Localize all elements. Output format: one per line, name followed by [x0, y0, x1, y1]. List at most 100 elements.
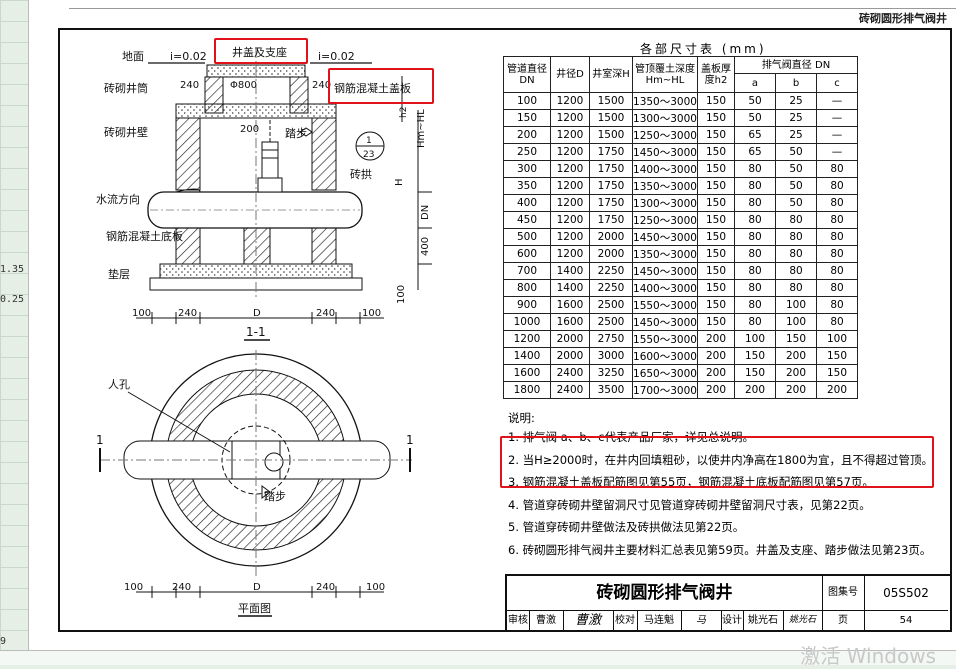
label-flow: 水流方向 [96, 192, 140, 206]
label-arch: 砖拱 [350, 167, 372, 181]
table-cell: 100 [734, 330, 776, 348]
table-cell: 200 [503, 126, 551, 144]
table-cell: 150 [697, 262, 735, 280]
label-brick-wall: 砖砌井壁 [104, 125, 148, 139]
table-cell: 200 [775, 381, 817, 399]
table-cell: 1250～3000 [632, 211, 698, 229]
plan-dim-100-right: 100 [366, 582, 385, 593]
table-cell: 1200 [550, 194, 590, 212]
table-cell: 80 [734, 211, 776, 229]
header-well-d: 井径D [550, 56, 590, 93]
drawing-frame [58, 28, 952, 632]
table-cell: 2500 [589, 296, 633, 314]
table-cell: 200 [697, 381, 735, 399]
table-cell: 25 [775, 92, 817, 110]
table-cell: 1350～3000 [632, 92, 698, 110]
table-cell: 150 [697, 143, 735, 161]
table-cell: 450 [503, 211, 551, 229]
label-400: 400 [420, 237, 431, 256]
design-label: 设计 [721, 611, 744, 630]
table-cell: 80 [734, 160, 776, 178]
table-cell: 80 [734, 177, 776, 195]
table-cell: 150 [697, 92, 735, 110]
title-block: 砖砌圆形排气阀井 图集号 05S502 审核 曹激 曹激 校对 马连魁 马 设计… [505, 574, 950, 630]
table-cell: 1400 [503, 347, 551, 365]
table-cell: 1200 [550, 177, 590, 195]
label-100: 100 [396, 285, 407, 304]
note-item: 2. 当H≥2000时，在井内回填粗砂，以使井内净高在1800为宜，且不得超过管… [508, 452, 933, 467]
table-cell: — [816, 109, 858, 127]
label-200: 200 [240, 124, 259, 135]
table-cell: 1650～3000 [632, 364, 698, 382]
label-hm: Hm~HL [416, 109, 427, 148]
table-cell: 200 [816, 381, 858, 399]
table-cell: 2750 [589, 330, 633, 348]
notes: 说明: 1. 排气阀 a、b、c代表产品厂家，详见总说明。 2. 当H≥2000… [508, 410, 933, 561]
table-cell: — [816, 126, 858, 144]
table-cell: 1450～3000 [632, 228, 698, 246]
table-cell: 1250～3000 [632, 126, 698, 144]
table-cell: 2000 [589, 228, 633, 246]
reviewer-signature: 曹激 [563, 611, 614, 630]
atlas-number: 05S502 [864, 576, 948, 611]
table-cell: 50 [775, 160, 817, 178]
label-rc-cover: 钢筋混凝土盖板 [334, 81, 411, 95]
table-cell: 100 [775, 313, 817, 331]
plan-view [99, 350, 412, 617]
label-ref-page: 23 [363, 150, 374, 160]
header-c: c [816, 73, 858, 93]
note-item: 5. 管道穿砖砌井壁做法及砖拱做法见第22页。 [508, 520, 745, 534]
table-cell: 2250 [589, 279, 633, 297]
table-cell: 150 [697, 126, 735, 144]
table-cell: 1600 [550, 313, 590, 331]
highlight-cover [214, 38, 308, 64]
dim-100-left: 100 [132, 308, 151, 319]
table-cell: 2000 [550, 347, 590, 365]
table-cell: 200 [697, 347, 735, 365]
table-cell: 1350～3000 [632, 245, 698, 263]
table-cell: 3000 [589, 347, 633, 365]
row-value: 0.25 [0, 294, 25, 305]
plan-title: 平面图 [238, 602, 271, 615]
label-h: H [394, 178, 405, 186]
activation-watermark: 激活 Windows [800, 644, 936, 668]
table-cell: 1400～3000 [632, 160, 698, 178]
table-cell: 80 [816, 211, 858, 229]
table-cell: 200 [775, 347, 817, 365]
header-a: a [734, 73, 776, 93]
table-cell: 80 [816, 160, 858, 178]
page-label: 页 [822, 611, 865, 630]
table-cell: 1200 [550, 126, 590, 144]
table-cell: 1200 [550, 143, 590, 161]
table-cell: 1800 [503, 381, 551, 399]
table-cell: 1750 [589, 194, 633, 212]
table-cell: 150 [697, 194, 735, 212]
table-cell: 80 [816, 296, 858, 314]
highlight-rc-cover [328, 68, 434, 104]
table-cell: 80 [816, 177, 858, 195]
label-phi: Φ800 [230, 80, 257, 91]
table-cell: 1500 [589, 92, 633, 110]
table-cell: 80 [775, 245, 817, 263]
header-cover-depth: 管顶覆土深度Hm~HL [632, 56, 698, 93]
table-cell: 200 [697, 364, 735, 382]
table-cell: 200 [775, 364, 817, 382]
corner-title: 砖砌圆形排气阀井 [859, 12, 947, 25]
table-cell: 80 [734, 245, 776, 263]
table-cell: 400 [503, 194, 551, 212]
dim-d: D [253, 308, 261, 319]
table-cell: 50 [775, 143, 817, 161]
checker-name: 马连魁 [637, 611, 682, 630]
table-cell: 150 [697, 228, 735, 246]
note-item: 3. 钢筋混凝土盖板配筋图见第55页，钢筋混凝土底板配筋图见第57页。 [508, 475, 874, 489]
table-cell: 2500 [589, 313, 633, 331]
label-cushion: 垫层 [108, 267, 130, 281]
